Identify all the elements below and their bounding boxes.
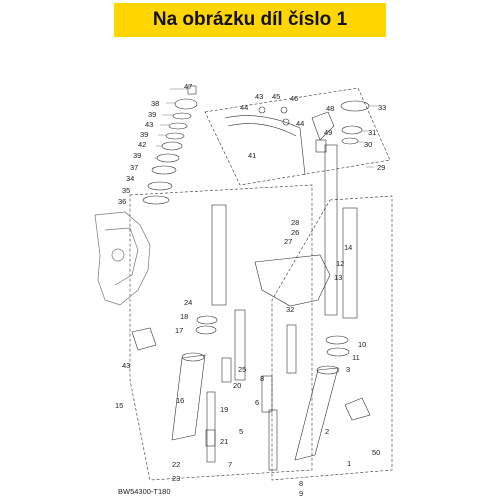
title-text: Na obrázku díl číslo 1 — [152, 9, 348, 30]
frame-head-sketch — [94, 211, 151, 306]
handlebar-bracket — [224, 106, 335, 176]
part-label: 6 — [255, 398, 259, 407]
part-label: 30 — [364, 140, 372, 149]
part-label: 3 — [346, 365, 350, 374]
outer-fork-tube-right — [294, 365, 340, 461]
part-label: 21 — [220, 437, 228, 446]
part-label: 24 — [184, 298, 192, 307]
drawing-reference: BW54300-T180 — [118, 487, 171, 496]
title-banner: Na obrázku díl číslo 1 — [114, 3, 386, 37]
part-labels: 47 38 39 43 39 42 39 37 34 35 36 43 45 4… — [115, 82, 386, 498]
part-label: 43 — [145, 120, 153, 129]
part-label: 37 — [130, 163, 138, 172]
fork-seals — [195, 315, 350, 357]
part-label: 31 — [368, 128, 376, 137]
outer-fork-tube-left — [171, 352, 206, 441]
part-label: 19 — [220, 405, 228, 414]
part-label: 35 — [122, 186, 130, 195]
part-label: 17 — [175, 326, 183, 335]
part-label: 50 — [372, 448, 380, 457]
steering-stem — [254, 144, 338, 316]
part-label: 36 — [118, 197, 126, 206]
upper-bearing — [340, 100, 370, 145]
part-label: 9 — [299, 489, 303, 498]
part-label: 38 — [151, 99, 159, 108]
part-label: 48 — [326, 104, 334, 113]
part-label: 8 — [299, 479, 303, 488]
part-label: 1 — [347, 459, 351, 468]
part-label: 27 — [284, 237, 292, 246]
part-label: 22 — [172, 460, 180, 469]
part-label: 16 — [176, 396, 184, 405]
part-label: 44 — [296, 119, 304, 128]
part-label: 29 — [377, 163, 385, 172]
inner-fork-tube-left — [211, 204, 227, 306]
part-label: 34 — [126, 174, 134, 183]
leader-lines — [145, 88, 378, 201]
part-label: 41 — [248, 151, 256, 160]
part-label: 15 — [115, 401, 123, 410]
part-label: 49 — [324, 128, 332, 137]
part-label: 46 — [290, 94, 298, 103]
part-label: 44 — [240, 103, 248, 112]
part-label: 28 — [291, 218, 299, 227]
inner-fork-tube-right — [342, 207, 358, 319]
part-label: 2 — [325, 427, 329, 436]
part-label: 20 — [233, 381, 241, 390]
part-label: 43 — [255, 92, 263, 101]
assembly-outline-left-leg — [129, 184, 313, 481]
assembly-outline-upper — [204, 87, 391, 186]
part-label: 26 — [291, 228, 299, 237]
assembly-outline-right-leg — [271, 195, 393, 481]
part-label: 13 — [334, 273, 342, 282]
part-label: 14 — [344, 243, 352, 252]
part-label: 43 — [122, 361, 130, 370]
part-label: 33 — [378, 103, 386, 112]
part-label: 45 — [272, 92, 280, 101]
part-label: 23 — [172, 474, 180, 483]
part-label: 18 — [180, 312, 188, 321]
part-label: 47 — [184, 82, 192, 91]
part-label: 32 — [286, 305, 294, 314]
fork-springs — [205, 309, 297, 447]
part-label: 39 — [148, 110, 156, 119]
cable-brackets — [131, 327, 371, 421]
part-label: 25 — [238, 365, 246, 374]
damper-rods — [206, 391, 278, 471]
part-label: 8 — [260, 374, 264, 383]
part-label: 12 — [336, 259, 344, 268]
part-label: 39 — [133, 151, 141, 160]
part-label: 5 — [239, 427, 243, 436]
part-label: 10 — [358, 340, 366, 349]
part-label: 7 — [228, 460, 232, 469]
part-label: 42 — [138, 140, 146, 149]
part-label: 39 — [140, 130, 148, 139]
part-label: 11 — [352, 353, 360, 362]
